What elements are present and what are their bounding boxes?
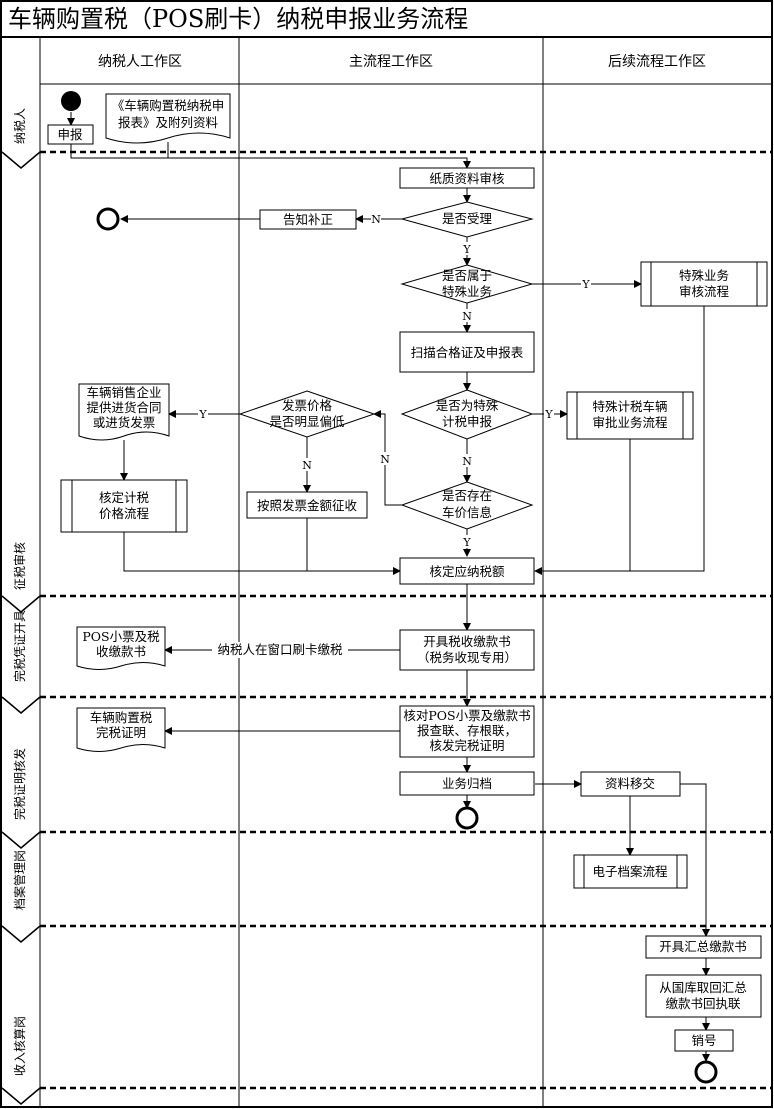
lane-label-revenue: 收入核算岗 xyxy=(12,1016,27,1076)
summary-tax-book-label: 开具汇总缴款书 xyxy=(659,939,747,954)
lane-label-archive: 档案管理岗 xyxy=(12,850,27,910)
paper-review-box xyxy=(399,167,535,189)
edge-label-special-no: N xyxy=(462,310,472,323)
special-business-decision xyxy=(400,264,534,304)
edge-label-accept-yes: Y xyxy=(462,243,471,256)
edge-label-invoice-yes: Y xyxy=(198,408,207,421)
edge-label-price-yes: Y xyxy=(462,536,471,549)
cancel-number-box xyxy=(674,1029,734,1052)
verify-line-2: 报查联、存根联， xyxy=(417,723,517,738)
lane-label-taxpayer: 纳税人 xyxy=(13,108,27,144)
special-tax-process-line-1: 特殊计税车辆 xyxy=(592,399,667,414)
start-node xyxy=(61,91,81,111)
retrieve-receipt-box xyxy=(645,974,762,1018)
e-archive-label: 电子档案流程 xyxy=(592,864,668,879)
declaration-form-line-1: 《车辆购置税纳税申 xyxy=(112,98,225,113)
e-archive-process xyxy=(573,854,688,889)
paper-review-label: 纸质资料审核 xyxy=(429,171,505,186)
assess-price-line-2: 价格流程 xyxy=(99,506,150,521)
edge-label-special-yes: Y xyxy=(581,278,590,291)
scan-label: 扫描合格证及申报表 xyxy=(411,345,524,360)
special-tax-line-1: 是否为特殊 xyxy=(436,398,499,413)
dealer-contract-line-2: 提供进货合同 xyxy=(86,400,161,415)
material-transfer-label: 资料移交 xyxy=(605,776,655,791)
accept-decision-label: 是否受理 xyxy=(442,211,493,226)
declare-box xyxy=(47,124,94,145)
dealer-contract-line-3: 或进货发票 xyxy=(93,415,156,430)
assess-price-process xyxy=(60,479,188,533)
dealer-contract-document xyxy=(78,383,170,441)
edge-label-price-no: N xyxy=(380,453,390,466)
tax-certificate-line-2: 完税证明 xyxy=(96,725,146,740)
lane-label-voucher-issue: 完税凭证开具 xyxy=(12,610,27,682)
column-header-taxpayer: 纳税人工作区 xyxy=(98,54,182,70)
material-transfer-box xyxy=(580,771,681,797)
edge-labels: N Y Y N Y N N Y N Y 纳税人在窗口刷卡缴税 xyxy=(198,212,591,658)
end-node-archive xyxy=(455,806,479,830)
car-price-line-2: 车价信息 xyxy=(442,505,492,520)
invoice-price-line-1: 发票价格 xyxy=(282,398,333,413)
end-node-notify xyxy=(96,207,120,231)
accept-decision xyxy=(400,201,534,238)
special-tax-line-2: 计税申报 xyxy=(442,414,493,429)
car-price-line-1: 是否存在 xyxy=(442,488,492,503)
issue-tax-book-line-2: （税务收现专用） xyxy=(417,650,517,665)
car-price-decision xyxy=(400,481,534,530)
declaration-form-line-2: 报表》及附列资料 xyxy=(118,115,219,130)
special-tax-process-line-2: 审批业务流程 xyxy=(592,415,668,430)
page-title: 车辆购置税（POS刷卡）纳税申报业务流程 xyxy=(8,5,468,33)
lane-label-certificate: 完税证明核发 xyxy=(12,748,27,820)
business-archive-label: 业务归档 xyxy=(442,776,492,791)
special-business-line-1: 是否属于 xyxy=(442,268,492,283)
assess-price-line-1: 核定计税 xyxy=(99,490,150,505)
tax-certificate-line-1: 车辆购置税 xyxy=(90,710,153,725)
notify-correction-label: 告知补正 xyxy=(283,212,333,227)
pos-receipt-line-1: POS小票及税 xyxy=(82,629,160,644)
notify-correction-box xyxy=(259,209,357,230)
assess-tax-box xyxy=(399,557,535,585)
by-invoice-label: 按照发票金额征收 xyxy=(257,498,358,513)
edge-label-special-tax-no: N xyxy=(462,455,472,468)
verify-certificate-box xyxy=(399,705,535,758)
declaration-form-document xyxy=(105,93,231,144)
summary-tax-book-box xyxy=(645,935,762,959)
edge-label-pay-card: 纳税人在窗口刷卡缴税 xyxy=(217,642,343,657)
issue-tax-book-box xyxy=(399,629,535,671)
issue-tax-book-line-1: 开具税收缴款书 xyxy=(423,634,511,649)
invoice-price-line-2: 是否明显偏低 xyxy=(269,414,345,429)
pos-receipt-document xyxy=(76,626,166,670)
special-tax-process xyxy=(566,391,694,440)
tax-certificate-document xyxy=(76,707,166,752)
business-archive-box xyxy=(399,771,535,796)
edge-label-accept-no: N xyxy=(371,213,381,226)
verify-line-1: 核对POS小票及缴款书 xyxy=(403,708,530,723)
end-node-revenue xyxy=(694,1060,718,1084)
scan-box xyxy=(399,331,535,373)
edge-label-special-tax-yes: Y xyxy=(544,408,553,421)
special-tax-decision xyxy=(400,389,534,440)
dealer-contract-line-1: 车辆销售企业 xyxy=(86,385,161,400)
lane-label-tax-review: 征税审核 xyxy=(12,542,27,590)
connectors xyxy=(67,112,710,1062)
verify-line-3: 核发完税证明 xyxy=(429,738,504,753)
special-review-process xyxy=(640,261,768,307)
edge-label-invoice-no: N xyxy=(302,459,312,472)
assess-tax-label: 核定应纳税额 xyxy=(429,564,505,579)
invoice-price-decision xyxy=(238,390,376,438)
column-header-main: 主流程工作区 xyxy=(349,54,433,70)
cancel-number-label: 销号 xyxy=(691,1033,716,1048)
lane-chevrons xyxy=(1,151,41,1105)
declare-label: 申报 xyxy=(57,127,83,142)
column-header-followup: 后续流程工作区 xyxy=(608,53,706,70)
pos-receipt-line-2: 收缴款书 xyxy=(96,644,146,659)
by-invoice-box xyxy=(246,491,368,519)
retrieve-receipt-line-1: 从国库取回汇总 xyxy=(659,980,747,995)
special-review-line-1: 特殊业务 xyxy=(679,268,729,283)
special-business-line-2: 特殊业务 xyxy=(442,284,492,299)
special-review-line-2: 审核流程 xyxy=(679,284,730,299)
retrieve-receipt-line-2: 缴款书回执联 xyxy=(665,996,741,1011)
